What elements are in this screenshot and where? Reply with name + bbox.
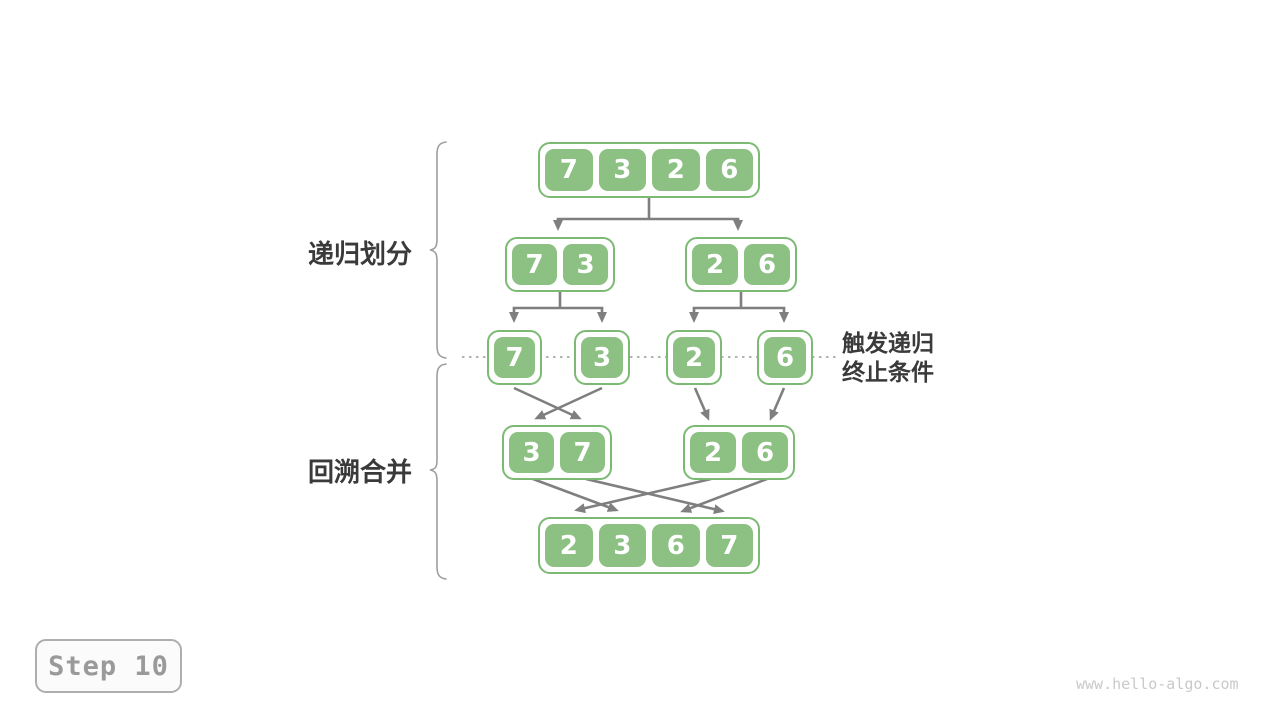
array-cell: 6: [705, 149, 753, 191]
merge-arrows-upper: [513, 386, 786, 421]
merge-phase-label: 回溯合并: [308, 458, 413, 488]
watermark-text: www.hello-algo.com: [1076, 675, 1239, 693]
divide-phase-label: 递归划分: [308, 240, 413, 270]
array-group-root: 7 3 2 6: [538, 142, 760, 198]
array-cell: 6: [764, 337, 806, 378]
merge-brace: [429, 363, 447, 580]
divide-brace: [429, 141, 447, 359]
array-cell: 7: [560, 432, 605, 473]
array-cell: 3: [598, 149, 646, 191]
array-cell: 7: [545, 149, 593, 191]
array-cell: 7: [512, 244, 557, 285]
array-cell: 2: [673, 337, 715, 378]
base-case-label: 触发递归 终止条件: [842, 330, 934, 388]
array-group-l4-left: 3 7: [502, 425, 612, 480]
array-cell: 3: [598, 524, 646, 567]
array-group-l3-d: 6: [757, 330, 813, 385]
array-cell: 6: [652, 524, 700, 567]
array-group-l3-c: 2: [666, 330, 722, 385]
split-connector-level1: [553, 198, 743, 231]
array-cell: 2: [690, 432, 736, 473]
array-group-l2-right: 2 6: [685, 237, 797, 292]
split-connector-level2-right: [689, 292, 789, 323]
merge-arrows-lower: [532, 477, 768, 515]
array-cell: 2: [652, 149, 700, 191]
base-case-label-line1: 触发递归: [842, 331, 934, 357]
array-group-l3-a: 7: [487, 330, 542, 385]
array-group-l2-left: 7 3: [505, 237, 615, 292]
array-cell: 2: [545, 524, 593, 567]
array-cell: 6: [744, 244, 790, 285]
step-badge: Step 10: [35, 639, 182, 693]
split-connector-level2-left: [509, 292, 607, 323]
array-cell: 3: [563, 244, 608, 285]
array-group-result: 2 3 6 7: [538, 517, 760, 574]
array-group-l3-b: 3: [574, 330, 630, 385]
array-cell: 2: [692, 244, 738, 285]
array-cell: 3: [509, 432, 554, 473]
base-case-label-line2: 终止条件: [842, 360, 934, 386]
array-cell: 6: [742, 432, 788, 473]
array-group-l4-right: 2 6: [683, 425, 795, 480]
array-cell: 7: [705, 524, 753, 567]
array-cell: 3: [581, 337, 623, 378]
array-cell: 7: [494, 337, 535, 378]
